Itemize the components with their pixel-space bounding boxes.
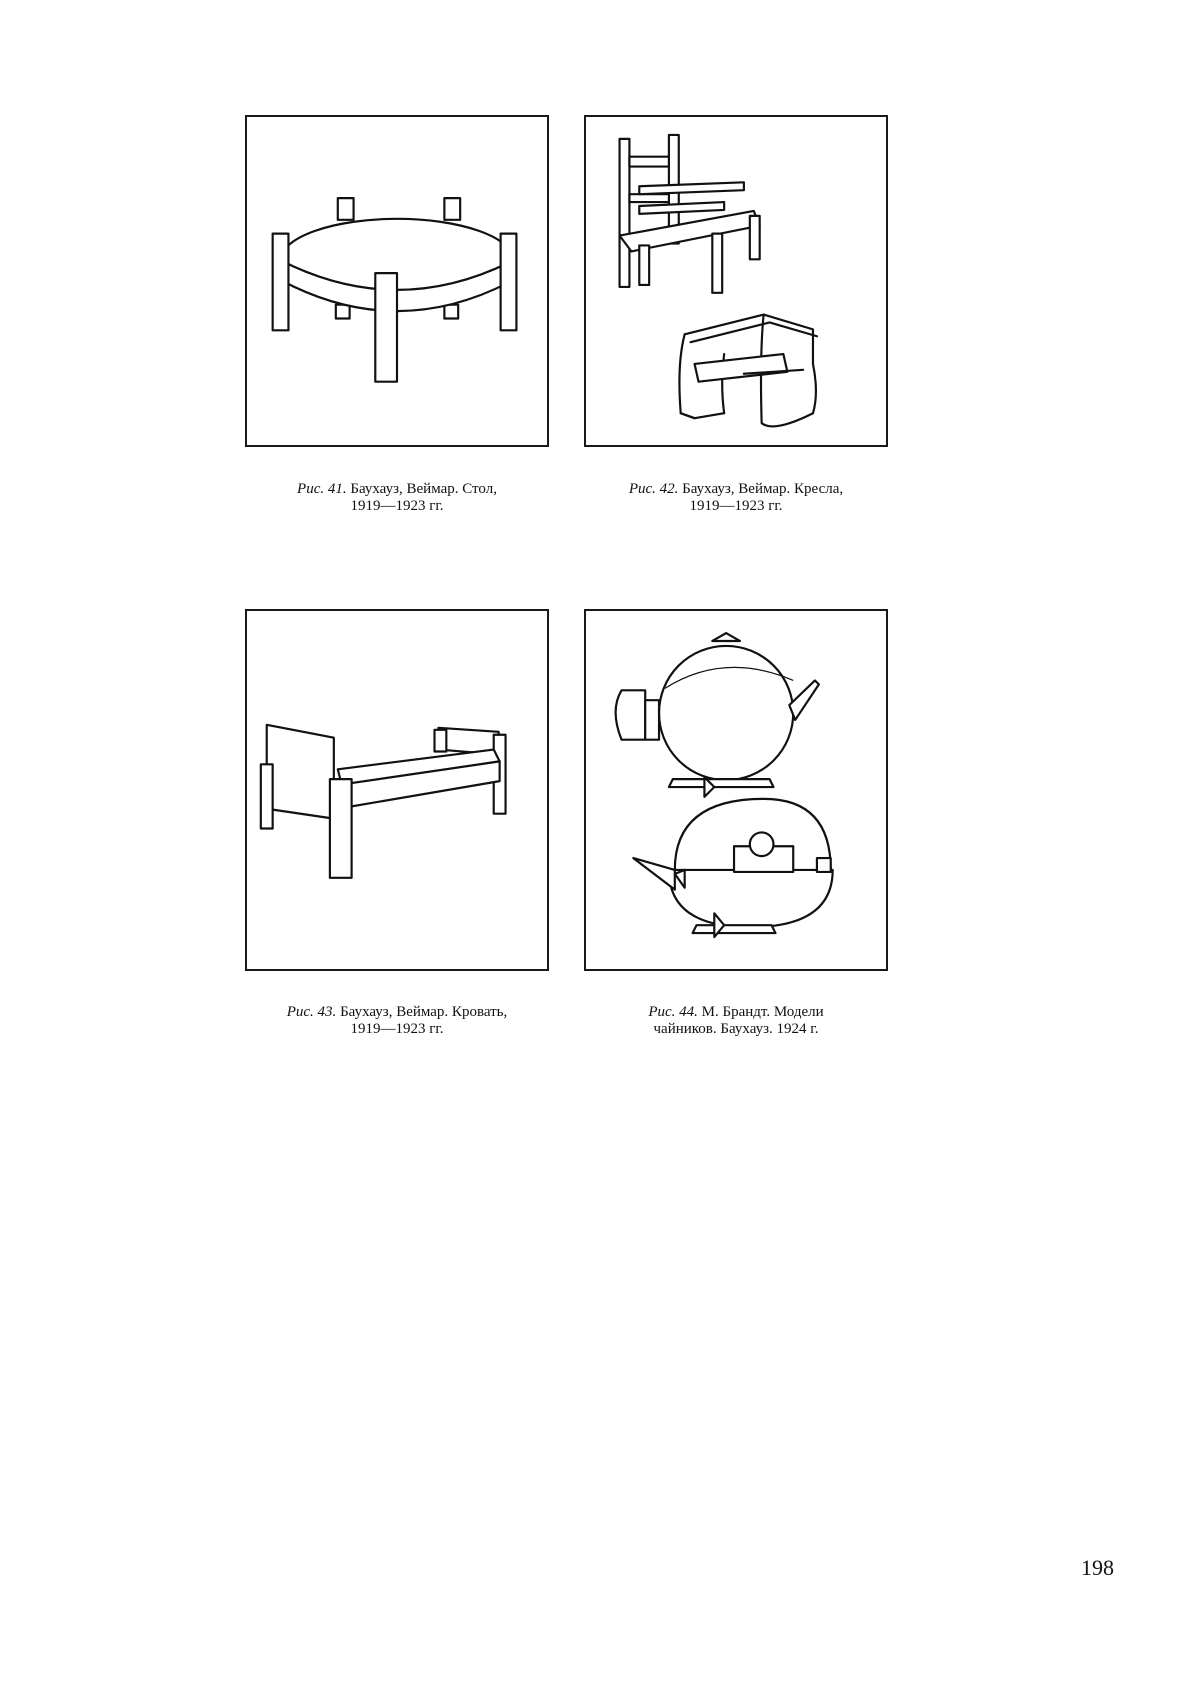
caption-line: Баухауз, Веймар. Кровать, (340, 1004, 508, 1020)
teapots-illustration (614, 632, 834, 939)
figure-label: Рис. 44. (648, 1004, 698, 1020)
figure-43-caption: Рис. 43. Баухауз, Веймар. Кровать, 1919—… (245, 1004, 549, 1038)
figure-42-caption: Рис. 42. Баухауз, Веймар. Кресла, 1919—1… (584, 481, 888, 515)
caption-line: чайников. Баухауз. 1924 г. (653, 1021, 819, 1037)
caption-line: 1919—1923 гг. (689, 498, 783, 514)
figure-42-chairs-drawing (584, 115, 888, 447)
caption-line: Баухауз, Веймар. Кресла, (682, 481, 844, 497)
caption-line: Баухауз, Веймар. Стол, (350, 481, 497, 497)
figure-label: Рис. 43. (286, 1004, 337, 1020)
figure-44-teapots-drawing (584, 609, 888, 971)
caption-line: 1919—1923 гг. (350, 498, 444, 514)
table-illustration (271, 197, 518, 383)
figure-label: Рис. 42. (628, 481, 679, 497)
page-number: 198 (1081, 1555, 1114, 1580)
figure-41-caption: Рис. 41. Баухауз, Веймар. Стол, 1919—192… (245, 481, 549, 515)
caption-line: 1919—1923 гг. (350, 1021, 444, 1037)
chairs-illustration (618, 133, 819, 428)
caption-line: М. Брандт. Модели (701, 1004, 824, 1020)
bed-illustration (259, 723, 507, 879)
figure-label: Рис. 41. (297, 481, 347, 497)
figure-43-bed-drawing (245, 609, 549, 971)
figure-41-table-drawing (245, 115, 549, 447)
figure-44-caption: Рис. 44. М. Брандт. Модели чайников. Бау… (584, 1004, 888, 1038)
